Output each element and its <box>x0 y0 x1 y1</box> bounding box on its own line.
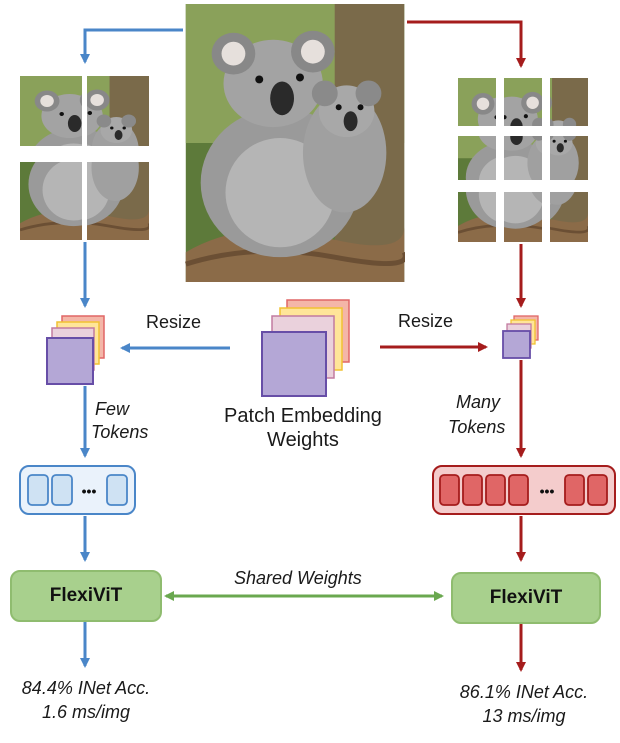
token <box>106 474 128 506</box>
left-patch-grid <box>20 76 149 240</box>
arrow-photo-to-left-grid <box>80 28 183 64</box>
left-token-sequence: ••• <box>19 465 136 515</box>
resize-right-label: Resize <box>398 311 454 331</box>
many-tokens-label: Many Tokens <box>448 390 505 440</box>
token <box>462 474 483 506</box>
token <box>27 474 49 506</box>
shared-weights-label: Shared Weights <box>234 568 362 588</box>
patch-embedding-label: Patch Embedding Weights <box>205 404 401 452</box>
right-accuracy: 86.1% INet Acc. <box>459 682 589 702</box>
patch-embedding-weights-stack <box>261 299 350 397</box>
token <box>439 474 460 506</box>
token <box>485 474 506 506</box>
token-ellipsis: ••• <box>82 483 97 499</box>
few-tokens-line2: Tokens <box>91 422 149 442</box>
many-tokens-line1: Many <box>456 392 501 412</box>
token <box>51 474 73 506</box>
token <box>564 474 585 506</box>
right-result: 86.1% INet Acc. 13 ms/img <box>438 680 610 728</box>
token-ellipsis: ••• <box>540 483 555 499</box>
resize-left-label: Resize <box>146 312 202 332</box>
token <box>587 474 608 506</box>
flexivit-right-box: FlexiViT <box>451 572 601 624</box>
left-speed: 1.6 ms/img <box>41 702 131 722</box>
right-weight-stack <box>502 315 539 359</box>
left-accuracy: 84.4% INet Acc. <box>21 678 151 698</box>
few-tokens-line1: Few <box>95 399 130 419</box>
token <box>508 474 529 506</box>
left-weight-stack <box>46 315 105 385</box>
flexivit-left-box: FlexiViT <box>10 570 162 622</box>
right-token-sequence: ••• <box>432 465 616 515</box>
left-result: 84.4% INet Acc. 1.6 ms/img <box>0 676 172 724</box>
koala-photo <box>186 4 406 282</box>
right-speed: 13 ms/img <box>482 706 566 726</box>
patch-embedding-line1: Patch Embedding <box>224 405 382 427</box>
right-patch-grid <box>458 78 588 242</box>
many-tokens-line2: Tokens <box>448 417 506 437</box>
few-tokens-label: Few Tokens <box>91 398 149 444</box>
arrow-photo-to-right-grid <box>407 20 526 68</box>
patch-embedding-line2: Weights <box>267 429 339 451</box>
